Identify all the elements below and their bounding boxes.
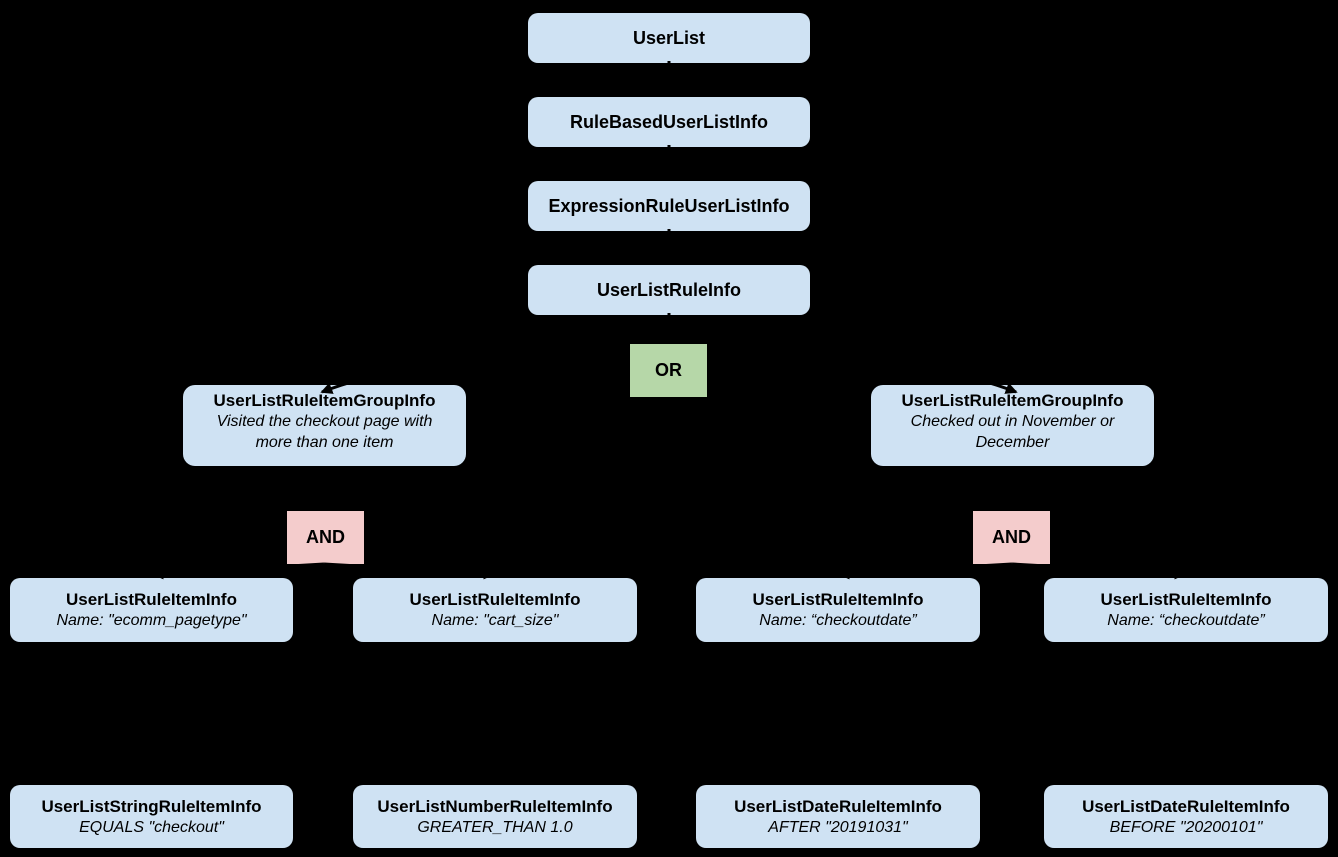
rule-item-node-4: UserListRuleItemInfo Name: “checkoutdate… [1044, 578, 1328, 642]
group-node-right: UserListRuleItemGroupInfo Checked out in… [871, 385, 1154, 466]
rule-item-node-3-subtitle: Name: “checkoutdate” [759, 612, 917, 629]
group-node-left-description: Visited the checkout page with more than… [216, 413, 433, 451]
rule-item-node-1: UserListRuleItemInfo Name: "ecomm_pagety… [10, 578, 293, 642]
group-node-right-description: Checked out in November or December [910, 413, 1115, 451]
node-expression-rule-user-list-info: ExpressionRuleUserListInfo [528, 181, 810, 231]
rule-item-node-1-subtitle: Name: "ecomm_pagetype" [56, 612, 247, 629]
node-rule-based-user-list-info: RuleBasedUserListInfo [528, 97, 810, 147]
rule-item-node-4-subtitle: Name: “checkoutdate” [1107, 612, 1265, 629]
group-node-right-title: UserListRuleItemGroupInfo [901, 391, 1124, 410]
connector-left-and-to-item1 [151, 562, 325, 580]
group-node-left-title: UserListRuleItemGroupInfo [213, 391, 436, 410]
or-operator-label: OR [655, 360, 682, 380]
operand-node-date-after-subtitle: AFTER "20191031" [768, 818, 908, 836]
rule-item-node-2-subtitle: Name: "cart_size" [431, 612, 559, 629]
node-user-list-rule-info-label: UserListRuleInfo [596, 279, 742, 300]
rule-item-node-4-title: UserListRuleItemInfo [1100, 590, 1272, 609]
operand-node-date-before-title: UserListDateRuleItemInfo [1082, 796, 1290, 816]
connector-right-and-to-item4 [1011, 562, 1187, 580]
and-operator-left: AND [287, 511, 364, 564]
node-userlist: UserList [528, 13, 810, 63]
node-rule-based-user-list-info-label: RuleBasedUserListInfo [569, 111, 769, 132]
rule-item-node-1-title: UserListRuleItemInfo [66, 590, 237, 609]
operand-node-date-before-subtitle: BEFORE "20200101" [1109, 818, 1263, 836]
operand-node-number-title: UserListNumberRuleItemInfo [377, 796, 613, 816]
group-node-left: UserListRuleItemGroupInfo Visited the ch… [183, 385, 466, 466]
node-expression-rule-user-list-info-label: ExpressionRuleUserListInfo [548, 195, 790, 216]
or-operator: OR [630, 344, 707, 397]
operand-node-string-title: UserListStringRuleItemInfo [41, 796, 262, 816]
and-operator-right: AND [973, 511, 1050, 564]
connector-left-and-to-item2 [323, 562, 496, 580]
operand-node-number: UserListNumberRuleItemInfo GREATER_THAN … [353, 785, 637, 848]
rule-item-node-2: UserListRuleItemInfo Name: "cart_size" [353, 578, 637, 642]
rule-item-node-2-title: UserListRuleItemInfo [409, 590, 581, 609]
and-operator-left-label: AND [306, 527, 345, 547]
operand-node-date-after: UserListDateRuleItemInfo AFTER "20191031… [696, 785, 980, 848]
operand-node-number-subtitle: GREATER_THAN 1.0 [417, 818, 573, 836]
node-user-list-rule-info: UserListRuleInfo [528, 265, 810, 315]
and-operator-right-label: AND [992, 527, 1031, 547]
rule-item-node-3: UserListRuleItemInfo Name: “checkoutdate… [696, 578, 980, 642]
operand-node-date-before: UserListDateRuleItemInfo BEFORE "2020010… [1044, 785, 1328, 848]
operand-node-string-subtitle: EQUALS "checkout" [79, 818, 224, 836]
operand-node-date-after-title: UserListDateRuleItemInfo [734, 796, 942, 816]
operand-node-string: UserListStringRuleItemInfo EQUALS "check… [10, 785, 293, 848]
rule-item-node-3-title: UserListRuleItemInfo [752, 590, 924, 609]
node-userlist-label: UserList [632, 27, 706, 48]
connector-right-and-to-item3 [837, 562, 1013, 580]
